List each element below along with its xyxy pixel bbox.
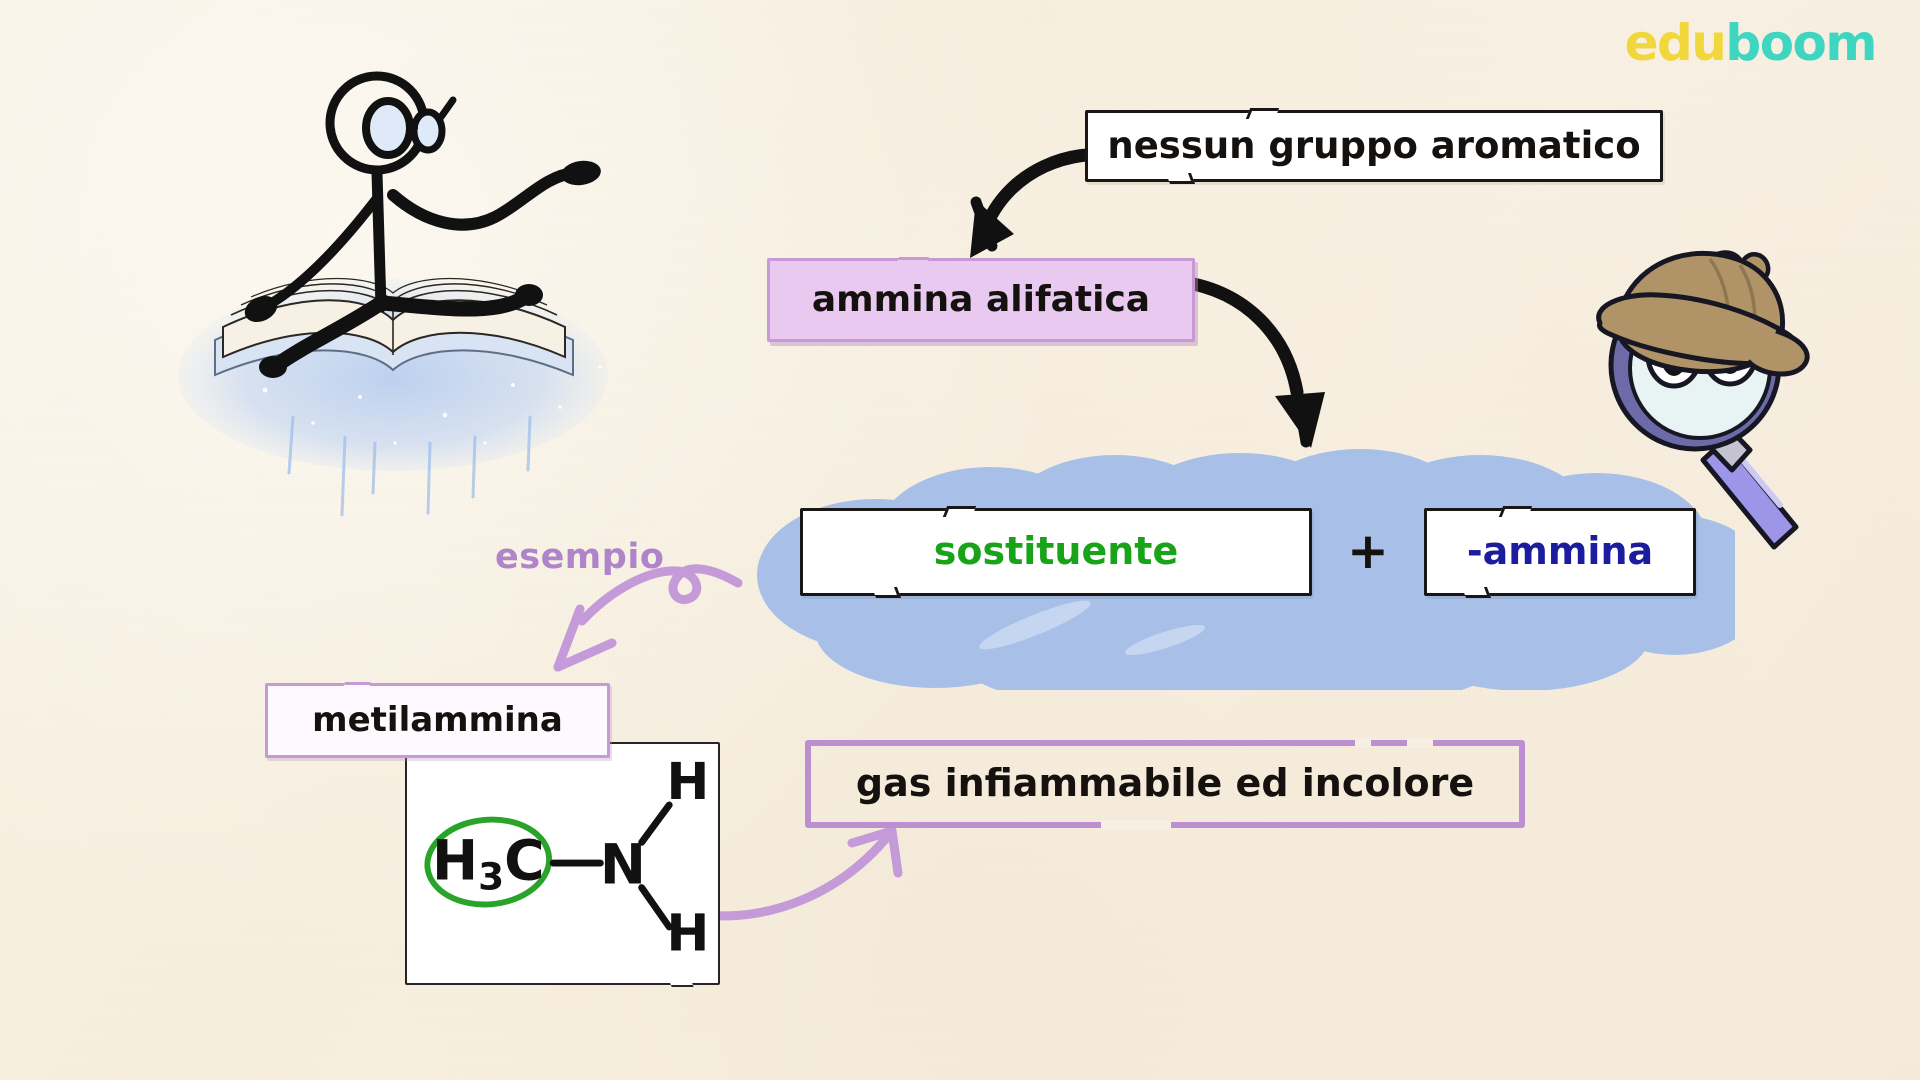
svg-text:N: N xyxy=(600,833,646,897)
label-text: -ammina xyxy=(1466,529,1654,574)
stick-figure-reading-book-illustration xyxy=(178,71,608,517)
eduboom-logo: eduboom xyxy=(1624,14,1878,72)
esempio-text: esempio xyxy=(495,537,665,577)
label-metilammina: metilammina xyxy=(265,683,610,758)
metilammina-structure-panel: H3C N H H xyxy=(405,742,720,985)
frame-gap-top-2 xyxy=(1355,738,1371,748)
label-sostituente: sostituente xyxy=(800,508,1312,596)
annotation-esempio: esempio xyxy=(495,537,664,577)
label-text: metilammina xyxy=(312,699,563,740)
plus-operator: + xyxy=(1345,526,1391,576)
label-text: nessun gruppo aromatico xyxy=(1107,123,1641,167)
plus-text: + xyxy=(1347,522,1389,580)
svg-text:H: H xyxy=(667,753,710,812)
label-nessun-gruppo-aromatico: nessun gruppo aromatico xyxy=(1085,110,1663,182)
arrow-molecule-to-gas-icon xyxy=(701,826,903,921)
arrow-alifatica-to-formula-icon xyxy=(1176,275,1325,448)
logo-text-boom: boom xyxy=(1725,14,1877,72)
label-ammina-alifatica: ammina alifatica xyxy=(767,258,1195,342)
label-text: ammina alifatica xyxy=(811,279,1151,321)
label-ammina-suffix: -ammina xyxy=(1424,508,1696,596)
frame-gap-top xyxy=(1407,738,1433,748)
logo-text-edu: edu xyxy=(1624,14,1727,72)
svg-text:H: H xyxy=(667,905,710,964)
svg-text:H3C: H3C xyxy=(432,829,545,899)
label-gas-infiammabile: gas infiammabile ed incolore xyxy=(805,738,1525,830)
label-text: gas infiammabile ed incolore xyxy=(855,761,1475,806)
frame-gap-bottom xyxy=(1101,820,1171,830)
label-text: sostituente xyxy=(933,529,1179,574)
